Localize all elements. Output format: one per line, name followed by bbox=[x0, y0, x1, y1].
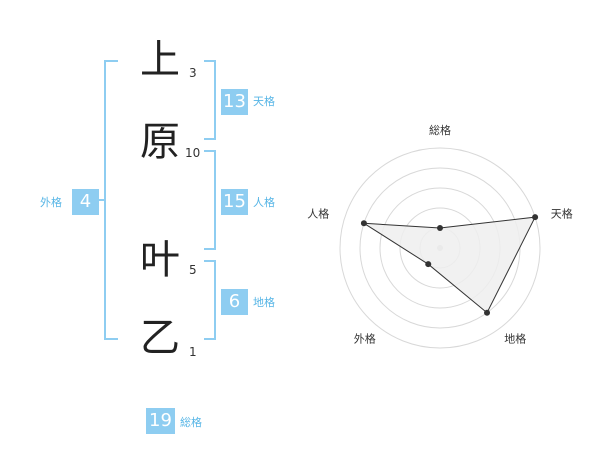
chikaku-label: 地格 bbox=[253, 296, 275, 309]
radar-axis-label-3: 地格 bbox=[504, 332, 526, 346]
jinkaku-value: 15 bbox=[221, 189, 248, 215]
chikaku-bracket bbox=[204, 260, 216, 340]
radar-axis-label-1: 総格 bbox=[429, 123, 451, 137]
tenkaku-value: 13 bbox=[221, 89, 248, 115]
jinkaku-label: 人格 bbox=[253, 196, 275, 209]
radar-ring bbox=[339, 147, 541, 349]
stroke-count-4: 1 bbox=[189, 345, 197, 359]
stroke-count-1: 3 bbox=[189, 66, 197, 80]
stroke-count-3: 5 bbox=[189, 263, 197, 277]
soukaku-value: 19 bbox=[146, 408, 175, 434]
name-char-2: 原 bbox=[140, 119, 180, 165]
name-char-1: 上 bbox=[140, 37, 180, 83]
radar-point-2 bbox=[532, 214, 539, 221]
radar-point-5 bbox=[360, 220, 367, 227]
tenkaku-bracket bbox=[204, 60, 216, 140]
soukaku-label: 総格 bbox=[180, 416, 202, 429]
radar-axis-label-5: 人格 bbox=[307, 206, 329, 220]
gaikaku-bracket-tick bbox=[96, 199, 105, 201]
radar-point-4 bbox=[425, 261, 432, 268]
tenkaku-label: 天格 bbox=[253, 95, 275, 108]
stroke-count-2: 10 bbox=[185, 146, 201, 160]
radar-point-1 bbox=[437, 225, 443, 231]
name-char-4: 乙 bbox=[140, 315, 180, 361]
chikaku-value: 6 bbox=[221, 289, 248, 315]
radar-axis-label-4: 外格 bbox=[354, 332, 376, 346]
gaikaku-bracket bbox=[104, 60, 118, 340]
radar-axis-label-2: 天格 bbox=[551, 206, 573, 220]
gaikaku-value: 4 bbox=[72, 189, 99, 215]
gaikaku-label: 外格 bbox=[40, 196, 62, 209]
radar-series-polygon bbox=[363, 216, 536, 314]
jinkaku-bracket bbox=[204, 150, 216, 250]
name-char-3: 叶 bbox=[140, 237, 180, 283]
radar-point-3 bbox=[484, 309, 491, 316]
